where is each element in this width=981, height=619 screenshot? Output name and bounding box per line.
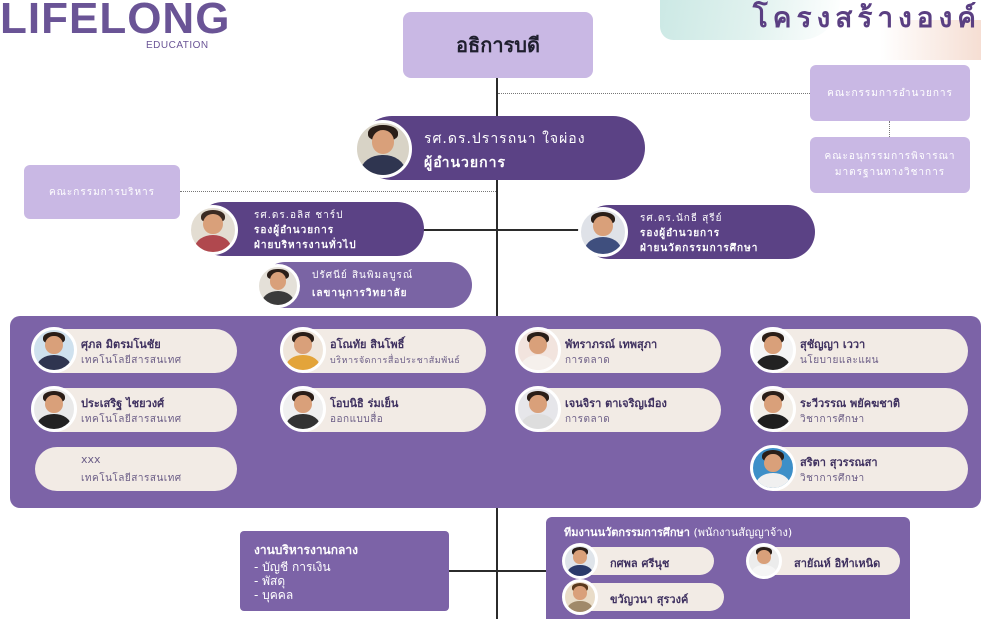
innovation-team-title: ทีมงานนวัตกรรมการศึกษา (พนักงานสัญญาจ้าง… xyxy=(564,523,792,541)
team-member-photo xyxy=(746,543,782,579)
central-admin-item: - พัสดุ xyxy=(254,574,286,588)
staff-role: เทคโนโลยีสารสนเทศ xyxy=(81,414,182,425)
staff-card: xxx เทคโนโลยีสารสนเทศ xyxy=(35,447,237,491)
deputy-left-dept: ฝ่ายบริหารงานทั่วไป xyxy=(254,240,357,251)
staff-role: เทคโนโลยีสารสนเทศ xyxy=(81,355,182,366)
staff-role: เทคโนโลยีสารสนเทศ xyxy=(81,473,182,484)
lower-horizontal-line xyxy=(449,570,546,572)
staff-name: ระวีวรรณ พยัคฆชาติ xyxy=(800,397,901,410)
staff-card: เจนจิรา ตาเจริญเมือง การตลาด xyxy=(515,386,721,432)
staff-card: อโณทัย สินโพธิ์ บริหารจัดการสื่อประชาสัม… xyxy=(280,327,486,373)
staff-role: ออกแบบสื่อ xyxy=(330,414,384,425)
staff-card: โอบนิธิ ร่มเย็น ออกแบบสื่อ xyxy=(280,386,486,432)
team-member: ขวัญวนา สุรวงค์ xyxy=(562,579,724,615)
central-admin-item: - บุคคล xyxy=(254,588,294,602)
staff-card: ประเสริฐ ไชยวงศ์ เทคโนโลยีสารสนเทศ xyxy=(31,386,237,432)
staff-photo xyxy=(750,386,796,432)
team-member-name: ขวัญวนา สุรวงค์ xyxy=(610,593,689,606)
staff-photo xyxy=(515,327,561,373)
staff-name: ประเสริฐ ไชยวงศ์ xyxy=(81,397,165,410)
staff-name: โอบนิธิ ร่มเย็น xyxy=(330,397,399,410)
staff-photo xyxy=(750,327,796,373)
director-position: ผู้อำนวยการ xyxy=(424,155,506,171)
team-member-name: กศพล ศรีนุช xyxy=(610,557,670,570)
deputy-right-name: รศ.ดร.นักธี สุรีย์ xyxy=(640,213,723,224)
logo-text: LIFELONG xyxy=(0,0,231,43)
staff-photo xyxy=(31,386,77,432)
exec-committee-label: คณะกรรมการบริหาร xyxy=(48,186,156,198)
academic-subcommittee-box: คณะอนุกรรมการพิจารณา มาตรฐานทางวิชาการ xyxy=(810,137,970,193)
staff-role: วิชาการศึกษา xyxy=(800,414,865,425)
deputy-left-photo xyxy=(188,205,238,255)
staff-name: xxx xyxy=(81,453,101,466)
team-member-name: สายัณห์ อิทำเหนิด xyxy=(794,557,881,570)
committee-vertical-dotted xyxy=(889,121,890,137)
staff-card: พัทราภรณ์ เทพสุภา การตลาด xyxy=(515,327,721,373)
academic-sub-line1: คณะอนุกรรมการพิจารณา xyxy=(824,151,956,162)
staff-photo xyxy=(280,386,326,432)
lower-vertical-line xyxy=(496,508,498,619)
deputy-right-dept: ฝ่ายนวัตกรรมการศึกษา xyxy=(640,243,759,254)
deputy-left-position: รองผู้อำนวยการ xyxy=(254,225,335,236)
staff-name: เจนจิรา ตาเจริญเมือง xyxy=(565,397,667,410)
secretary-name: ปรัศนีย์ สินพิมลบูรณ์ xyxy=(312,270,414,281)
team-member-photo xyxy=(562,579,598,615)
exec-dotted-line xyxy=(180,191,496,192)
staff-photo xyxy=(750,445,796,491)
president-box: อธิการบดี xyxy=(403,12,593,78)
main-vertical-line xyxy=(496,78,498,316)
innovation-team-title-rest: (พนักงานสัญญาจ้าง) xyxy=(689,526,793,539)
team-member: สายัณห์ อิทำเหนิด xyxy=(746,543,900,579)
secretary-position: เลขานุการวิทยาลัย xyxy=(312,288,408,299)
director-name: รศ.ดร.ปรารถนา ใจผ่อง xyxy=(424,131,586,147)
staff-photo xyxy=(31,327,77,373)
staff-name: สริตา สุวรรณสา xyxy=(800,456,878,469)
decorative-brush-teal xyxy=(660,0,840,40)
deputy-horizontal-line xyxy=(420,229,580,231)
secretary-photo xyxy=(256,264,300,308)
central-admin-box: งานบริหารงานกลาง - บัญชี การเงิน - พัสดุ… xyxy=(240,531,449,611)
deputy-left-name: รศ.ดร.อลิส ชาร์ป xyxy=(254,210,344,221)
deputy-right-position: รองผู้อำนวยการ xyxy=(640,228,721,239)
team-member: กศพล ศรีนุช xyxy=(562,543,714,579)
team-member-photo xyxy=(562,543,598,579)
page-title: โครงสร้างองค์ xyxy=(752,1,981,34)
decorative-brush-peach xyxy=(880,20,981,60)
director-committee-label: คณะกรรมการอำนวยการ xyxy=(827,87,953,99)
staff-role: การตลาด xyxy=(565,414,611,425)
logo-subtext: EDUCATION xyxy=(146,40,209,51)
academic-sub-line2: มาตรฐานทางวิชาการ xyxy=(834,167,946,178)
staff-photo xyxy=(280,327,326,373)
director-photo xyxy=(354,120,412,178)
central-admin-title: งานบริหารงานกลาง xyxy=(254,543,358,557)
staff-card: สุชัญญา เววา นโยบายและแผน xyxy=(750,327,968,373)
staff-role: การตลาด xyxy=(565,355,611,366)
innovation-team-box: ทีมงานนวัตกรรมการศึกษา (พนักงานสัญญาจ้าง… xyxy=(546,517,910,619)
staff-name: ศุภล มิตรมโนชัย xyxy=(81,338,161,351)
staff-role: นโยบายและแผน xyxy=(800,355,879,366)
staff-card: ศุภล มิตรมโนชัย เทคโนโลยีสารสนเทศ xyxy=(31,327,237,373)
deputy-right-photo xyxy=(578,207,628,257)
staff-role: บริหารจัดการสื่อประชาสัมพันธ์ xyxy=(330,356,461,366)
innovation-team-title-bold: ทีมงานนวัตกรรมการศึกษา xyxy=(564,526,690,539)
central-admin-item: - บัญชี การเงิน xyxy=(254,560,331,574)
staff-name: อโณทัย สินโพธิ์ xyxy=(330,338,405,351)
director-committee-box: คณะกรรมการอำนวยการ xyxy=(810,65,970,121)
staff-role: วิชาการศึกษา xyxy=(800,473,865,484)
president-title: อธิการบดี xyxy=(456,33,540,57)
exec-committee-box: คณะกรรมการบริหาร xyxy=(24,165,180,219)
staff-photo xyxy=(515,386,561,432)
committee-dotted-line xyxy=(498,93,810,94)
staff-name: พัทราภรณ์ เทพสุภา xyxy=(565,338,658,351)
staff-card: สริตา สุวรรณสา วิชาการศึกษา xyxy=(750,445,968,491)
staff-name: สุชัญญา เววา xyxy=(800,338,866,351)
staff-card: ระวีวรรณ พยัคฆชาติ วิชาการศึกษา xyxy=(750,386,968,432)
